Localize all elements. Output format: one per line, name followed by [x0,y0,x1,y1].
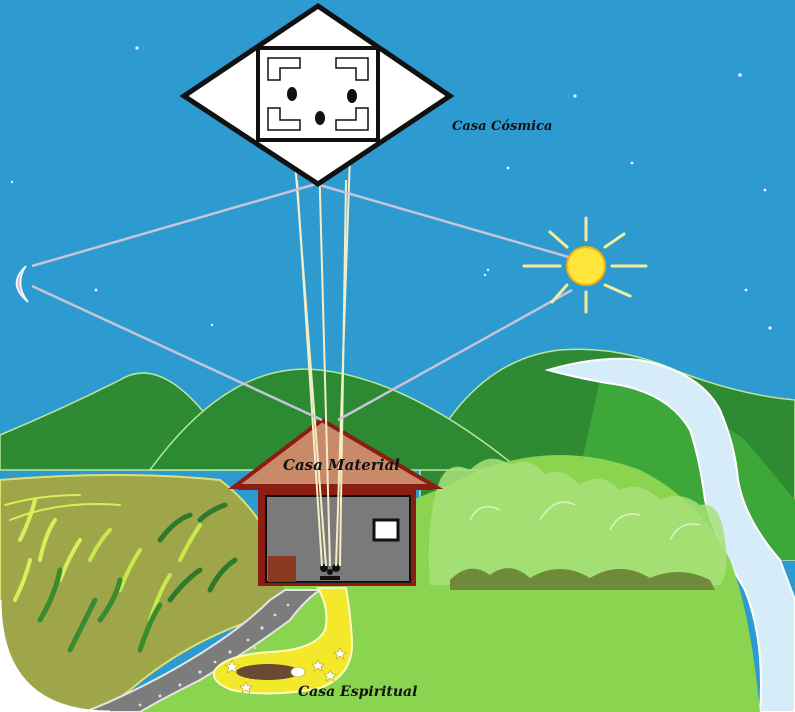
spirit-pond [236,664,300,680]
roof-eave [238,484,433,490]
material-house-label: Casa Material [283,456,400,474]
house-door [268,556,296,582]
spiritual-house-label: Casa Espiritual [298,684,417,700]
house-window [374,520,398,540]
cosmic-house-label: Casa Cósmica [452,119,552,134]
